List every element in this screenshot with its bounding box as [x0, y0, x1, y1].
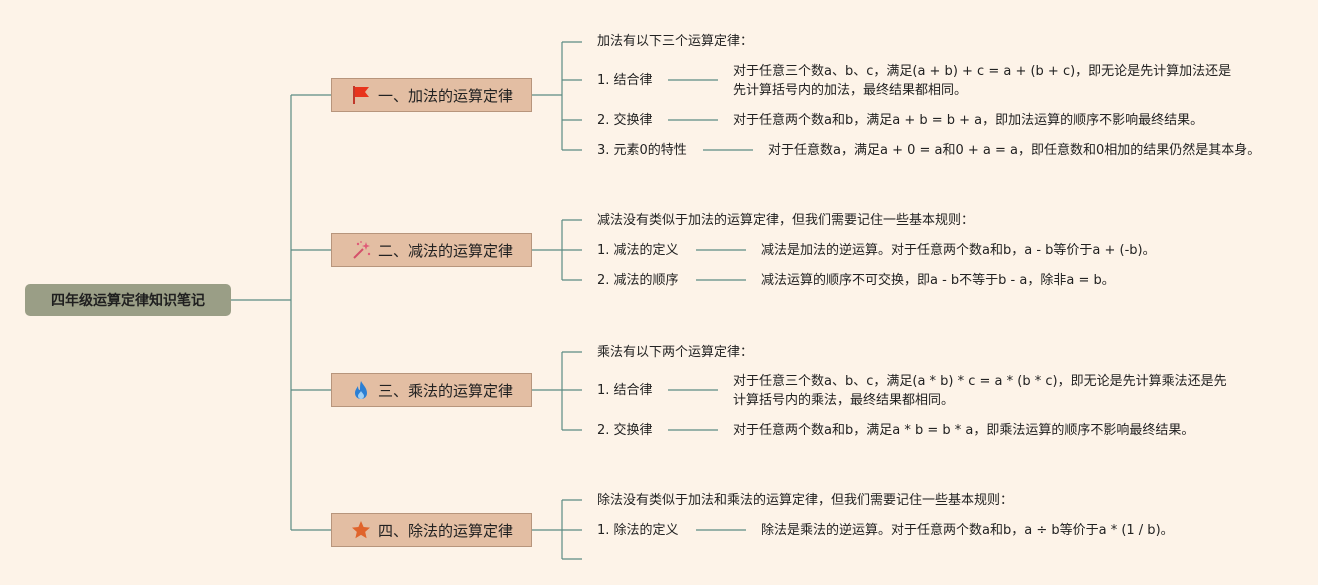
item-label: 1. 除法的定义	[597, 523, 679, 538]
root-node[interactable]: 四年级运算定律知识笔记	[25, 284, 231, 316]
red-flag-icon	[350, 84, 372, 106]
item-label: 1. 结合律	[597, 73, 653, 88]
item-detail: 除法是乘法的逆运算。对于任意两个数a和b，a ÷ b等价于a * (1 / b)…	[761, 523, 1174, 538]
branch-intro: 加法有以下三个运算定律：	[597, 34, 754, 49]
root-title: 四年级运算定律知识笔记	[51, 293, 205, 309]
item-label: 2. 交换律	[597, 423, 653, 438]
item-detail: 减法运算的顺序不可交换，即a - b不等于b - a，除非a = b。	[761, 273, 1115, 288]
item-detail: 对于任意数a，满足a + 0 = a和0 + a = a，即任意数和0相加的结果…	[768, 143, 1261, 158]
branch-intro: 减法没有类似于加法的运算定律，但我们需要记住一些基本规则：	[597, 213, 975, 228]
branch-title: 三、乘法的运算定律	[377, 381, 513, 400]
branch-intro: 除法没有类似于加法和乘法的运算定律，但我们需要记住一些基本规则：	[597, 493, 1014, 508]
item-detail: 对于任意两个数a和b，满足a * b = b * a，即乘法运算的顺序不影响最终…	[733, 423, 1195, 438]
item-detail: 对于任意三个数a、b、c，满足(a * b) * c = a * (b * c)…	[733, 374, 1227, 389]
sparkle-wand-icon	[350, 239, 372, 261]
item-detail: 减法是加法的逆运算。对于任意两个数a和b，a - b等价于a + (-b)。	[761, 243, 1156, 258]
branch-subtraction[interactable]: 二、减法的运算定律	[331, 233, 532, 267]
item-label: 2. 减法的顺序	[597, 273, 679, 288]
branch-addition[interactable]: 一、加法的运算定律	[331, 78, 532, 112]
item-detail: 先计算括号内的加法，最终结果都相同。	[733, 83, 968, 98]
fire-icon	[350, 379, 372, 401]
item-label: 3. 元素0的特性	[597, 143, 687, 158]
branch-title: 一、加法的运算定律	[377, 86, 513, 105]
item-label: 1. 结合律	[597, 383, 653, 398]
item-detail: 计算括号内的乘法，最终结果都相同。	[733, 393, 955, 408]
item-detail: 对于任意三个数a、b、c，满足(a + b) + c = a + (b + c)…	[733, 64, 1232, 79]
branch-division[interactable]: 四、除法的运算定律	[331, 513, 532, 547]
item-label: 2. 交换律	[597, 113, 653, 128]
branch-title: 四、除法的运算定律	[377, 521, 513, 540]
item-detail: 对于任意两个数a和b，满足a + b = b + a，即加法运算的顺序不影响最终…	[733, 113, 1204, 128]
star-icon	[350, 519, 372, 541]
item-label: 1. 减法的定义	[597, 243, 679, 258]
branch-title: 二、减法的运算定律	[377, 241, 513, 260]
branch-multiplication[interactable]: 三、乘法的运算定律	[331, 373, 532, 407]
branch-intro: 乘法有以下两个运算定律：	[597, 345, 754, 360]
